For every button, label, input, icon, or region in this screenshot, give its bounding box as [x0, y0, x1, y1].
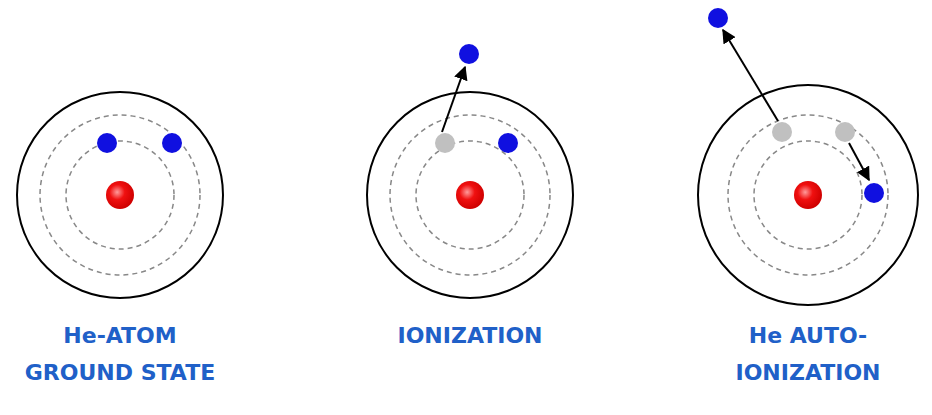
caption-label: He AUTO- IONIZATION [706, 317, 911, 391]
atom-ground [17, 92, 223, 298]
atom-autoionization [698, 8, 918, 305]
caption-label: IONIZATION [368, 317, 573, 354]
atom-ionization [367, 44, 573, 298]
caption-label: He-ATOM GROUND STATE [18, 317, 223, 391]
